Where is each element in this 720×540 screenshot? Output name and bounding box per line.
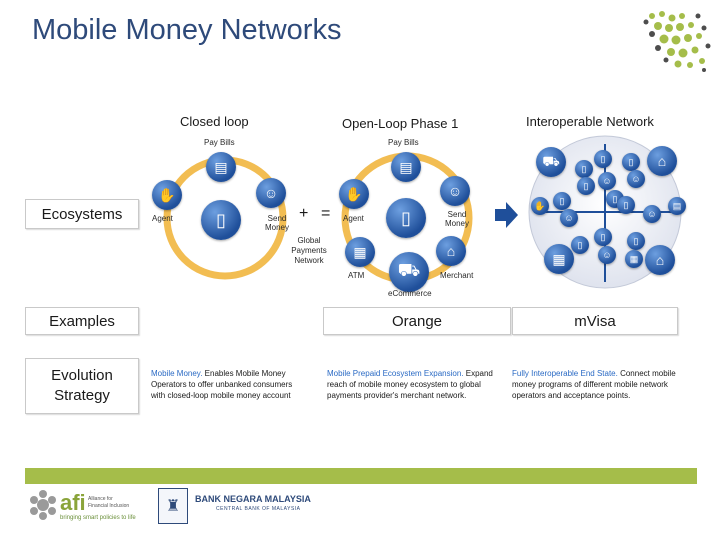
row-label-examples: Examples bbox=[25, 307, 139, 335]
phone-icon: ▯ bbox=[627, 232, 645, 250]
header-open-loop: Open-Loop Phase 1 bbox=[342, 116, 459, 131]
afi-tagline: bringing smart policies to life bbox=[60, 515, 136, 521]
afi-line-2: Financial Inclusion bbox=[88, 503, 130, 509]
closed-loop-pay-bills-label: Pay Bills bbox=[204, 138, 235, 147]
handshake-icon: ✋ bbox=[531, 197, 549, 215]
footer-bar bbox=[25, 468, 697, 484]
cart-icon: ⛟ bbox=[536, 147, 566, 177]
strategy-closed-loop-text: Enables Mobile Money Operators to offer … bbox=[151, 369, 293, 400]
person-group-icon: ☺ bbox=[627, 170, 645, 188]
person-group-icon: ☺ bbox=[598, 246, 616, 264]
person-group-icon: ☺ bbox=[643, 205, 661, 223]
plus-sign: + bbox=[299, 205, 309, 222]
equals-sign: = bbox=[321, 205, 331, 222]
row-label-evolution-text: Evolution Strategy bbox=[51, 367, 113, 404]
strategy-open-loop-highlight: Mobile Prepaid Ecosystem Expansion. bbox=[327, 369, 464, 378]
person-group-icon: ☺ bbox=[440, 176, 470, 206]
storefront-icon: ⌂ bbox=[436, 236, 466, 266]
strategy-open-loop-text: Expand reach of mobile money ecosystem t… bbox=[327, 369, 493, 400]
row-label-ecosystems-text: Ecosystems bbox=[41, 205, 123, 223]
closed-loop-agent-label: Agent bbox=[152, 214, 173, 223]
phone-icon: ▯ bbox=[553, 192, 571, 210]
strategy-interoperable: Fully Interoperable End State. Connect m… bbox=[512, 368, 682, 401]
cart-icon: ⛟ bbox=[389, 252, 429, 292]
open-loop-pay-bills-label: Pay Bills bbox=[388, 138, 419, 147]
example-orange: Orange bbox=[323, 307, 511, 335]
merchant-label: Merchant bbox=[440, 271, 474, 280]
strategy-interoperable-text: Connect mobile money programs of differe… bbox=[512, 369, 676, 400]
storefront-icon: ⌂ bbox=[647, 146, 677, 176]
atm-label: ATM bbox=[348, 271, 365, 280]
bill-icon: ▤ bbox=[206, 152, 236, 182]
person-group-icon: ☺ bbox=[598, 172, 616, 190]
open-loop-send-money-label: Send Money bbox=[444, 210, 469, 228]
global-payments-network-label: Global Payments Network bbox=[291, 236, 327, 265]
row-label-ecosystems: Ecosystems bbox=[25, 199, 139, 229]
phone-icon: ▯ bbox=[575, 160, 593, 178]
afi-name: Alliance for Financial Inclusion bbox=[88, 496, 129, 510]
phone-icon: ▯ bbox=[201, 200, 241, 240]
arrow-right-icon bbox=[495, 202, 518, 228]
bnm-sub: CENTRAL BANK OF MALAYSIA bbox=[216, 506, 301, 512]
atm-icon: ▦ bbox=[544, 244, 574, 274]
afi-line-1: Alliance for bbox=[88, 496, 113, 502]
ecommerce-label: eCommerce bbox=[388, 289, 432, 298]
bnm-name: BANK NEGARA MALAYSIA bbox=[195, 494, 311, 504]
example-mvisa: mVisa bbox=[512, 307, 678, 335]
page-title: Mobile Money Networks bbox=[32, 14, 342, 46]
phone-icon: ▯ bbox=[617, 196, 635, 214]
afi-brand: afi bbox=[60, 490, 86, 515]
open-loop-agent-label: Agent bbox=[343, 214, 364, 223]
header-interoperable: Interoperable Network bbox=[526, 114, 654, 129]
handshake-icon: ✋ bbox=[339, 179, 369, 209]
person-group-icon: ☺ bbox=[256, 178, 286, 208]
phone-icon: ▯ bbox=[622, 153, 640, 171]
bnm-crest-icon: ♜ bbox=[158, 488, 188, 524]
handshake-icon: ✋ bbox=[152, 180, 182, 210]
decorative-dots bbox=[643, 11, 711, 72]
example-orange-text: Orange bbox=[391, 312, 443, 330]
afi-logo-icon bbox=[30, 490, 56, 520]
strategy-interoperable-highlight: Fully Interoperable End State. bbox=[512, 369, 618, 378]
row-label-evolution-strategy: Evolution Strategy bbox=[25, 358, 139, 414]
header-closed-loop: Closed loop bbox=[180, 114, 249, 129]
bill-icon: ▤ bbox=[668, 197, 686, 215]
strategy-closed-loop-highlight: Mobile Money. bbox=[151, 369, 203, 378]
phone-icon: ▯ bbox=[577, 177, 595, 195]
row-label-examples-text: Examples bbox=[49, 312, 115, 330]
phone-icon: ▯ bbox=[386, 198, 426, 238]
atm-icon: ▦ bbox=[345, 237, 375, 267]
closed-loop-send-money-label: Send Money bbox=[264, 214, 289, 232]
phone-icon: ▯ bbox=[571, 236, 589, 254]
example-mvisa-text: mVisa bbox=[574, 312, 616, 330]
atm-icon: ▦ bbox=[625, 250, 643, 268]
bill-icon: ▤ bbox=[391, 152, 421, 182]
person-group-icon: ☺ bbox=[560, 209, 578, 227]
storefront-icon: ⌂ bbox=[645, 245, 675, 275]
phone-icon: ▯ bbox=[594, 150, 612, 168]
strategy-closed-loop: Mobile Money. Enables Mobile Money Opera… bbox=[151, 368, 303, 401]
strategy-open-loop: Mobile Prepaid Ecosystem Expansion. Expa… bbox=[327, 368, 499, 401]
phone-icon: ▯ bbox=[594, 228, 612, 246]
